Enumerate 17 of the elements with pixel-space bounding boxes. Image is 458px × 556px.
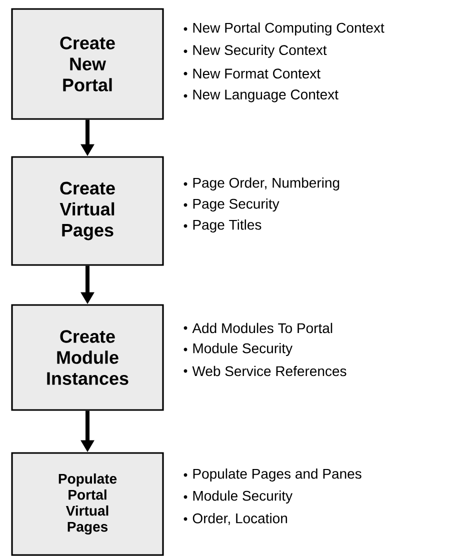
- bullet-item: Module Security: [193, 342, 293, 356]
- bullet-item: Populate Pages and Panes: [193, 468, 362, 482]
- process-box: Create Virtual Pages: [11, 156, 164, 266]
- bullet-item: Module Security: [193, 490, 293, 504]
- bullet-item: Page Order, Numbering: [193, 177, 340, 191]
- process-box: Populate Portal Virtual Pages: [11, 452, 164, 556]
- bullet-item: Web Service References: [192, 366, 346, 376]
- bullet-item: Order, Location: [192, 513, 287, 525]
- bullet-item: Page Security: [193, 198, 280, 212]
- bullet-item: New Portal Computing Context: [193, 22, 384, 36]
- process-box: Create Module Instances: [11, 304, 164, 411]
- process-box: Create New Portal: [11, 8, 164, 120]
- bullet-item: New Format Context: [193, 68, 320, 79]
- bullet-item: Page Titles: [193, 219, 262, 233]
- bullet-item: Add Modules To Portal: [192, 322, 332, 334]
- bullet-item: New Security Context: [193, 44, 327, 58]
- bullet-item: New Language Context: [193, 90, 338, 102]
